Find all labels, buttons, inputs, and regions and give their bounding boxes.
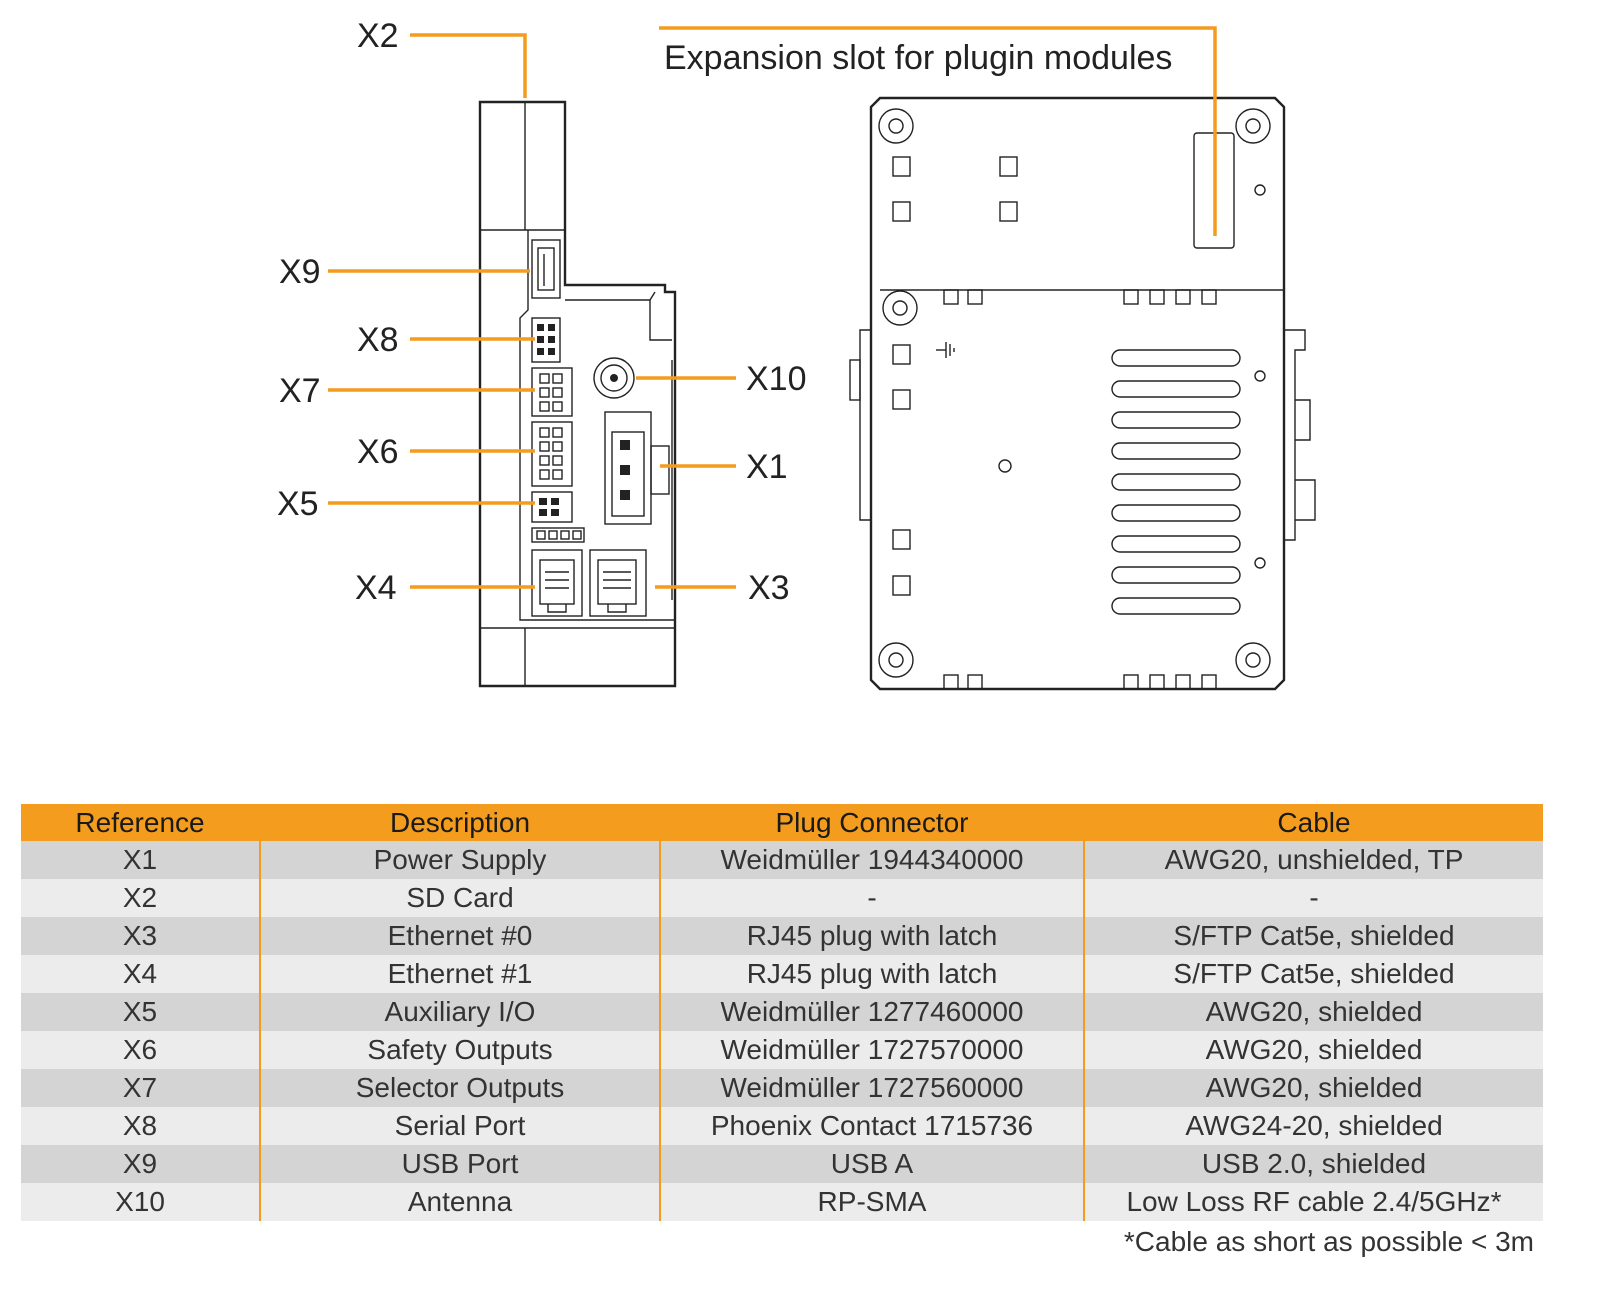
cell-cable: S/FTP Cat5e, shielded <box>1083 955 1543 993</box>
cell-cable: AWG24-20, shielded <box>1083 1107 1543 1145</box>
device-front-view <box>478 100 677 688</box>
header-description: Description <box>259 804 660 841</box>
callout-x6: X6 <box>357 433 399 471</box>
table-row: X9 USB Port USB A USB 2.0, shielded <box>21 1145 1543 1183</box>
terminal-block-x6 <box>531 421 573 487</box>
callout-x7: X7 <box>279 372 321 410</box>
cell-reference: X3 <box>21 917 260 955</box>
cell-reference: X4 <box>21 955 260 993</box>
cell-reference: X10 <box>21 1183 260 1221</box>
cell-plug-connector: - <box>659 879 1084 917</box>
usb-port-x9 <box>531 239 561 299</box>
cell-reference: X8 <box>21 1107 260 1145</box>
callout-expansion-slot: Expansion slot for plugin modules <box>664 39 1172 77</box>
cell-description: USB Port <box>259 1145 660 1183</box>
callout-x4: X4 <box>355 569 397 607</box>
table-row: X5 Auxiliary I/O Weidmüller 1277460000 A… <box>21 993 1543 1031</box>
serial-port-x8 <box>531 317 561 363</box>
callout-x3: X3 <box>748 569 790 607</box>
callout-x2: X2 <box>357 17 399 55</box>
cell-plug-connector: RP-SMA <box>659 1183 1084 1221</box>
edge-tabs <box>943 289 1217 690</box>
header-plug-connector: Plug Connector <box>659 804 1084 841</box>
cell-cable: AWG20, shielded <box>1083 1069 1543 1107</box>
terminal-block-x5 <box>531 491 585 543</box>
cell-reference: X7 <box>21 1069 260 1107</box>
table-row: X10 Antenna RP-SMA Low Loss RF cable 2.4… <box>21 1183 1543 1221</box>
ground-icon <box>936 342 955 358</box>
antenna-connector-x10 <box>593 357 635 399</box>
cell-cable: S/FTP Cat5e, shielded <box>1083 917 1543 955</box>
cell-description: Selector Outputs <box>259 1069 660 1107</box>
table-footnote: *Cable as short as possible < 3m <box>1123 1226 1534 1257</box>
cell-cable: USB 2.0, shielded <box>1083 1145 1543 1183</box>
cell-cable: AWG20, unshielded, TP <box>1083 841 1543 879</box>
callout-x9: X9 <box>279 253 321 291</box>
table-row: X3 Ethernet #0 RJ45 plug with latch S/FT… <box>21 917 1543 955</box>
cell-plug-connector: Weidmüller 1727560000 <box>659 1069 1084 1107</box>
cell-description: SD Card <box>259 879 660 917</box>
cell-plug-connector: Weidmüller 1277460000 <box>659 993 1084 1031</box>
callout-x10: X10 <box>746 360 807 398</box>
cell-description: Ethernet #1 <box>259 955 660 993</box>
cell-reference: X1 <box>21 841 260 879</box>
cell-description: Safety Outputs <box>259 1031 660 1069</box>
screw-icons <box>878 108 1271 678</box>
cell-reference: X9 <box>21 1145 260 1183</box>
callout-x1: X1 <box>746 448 788 486</box>
table-row: X8 Serial Port Phoenix Contact 1715736 A… <box>21 1107 1543 1145</box>
cell-reference: X2 <box>21 879 260 917</box>
cell-cable: Low Loss RF cable 2.4/5GHz* <box>1083 1183 1543 1221</box>
callout-x5: X5 <box>277 485 319 523</box>
table-row: X1 Power Supply Weidmüller 1944340000 AW… <box>21 841 1543 879</box>
cell-reference: X6 <box>21 1031 260 1069</box>
table-row: X6 Safety Outputs Weidmüller 1727570000 … <box>21 1031 1543 1069</box>
cell-plug-connector: RJ45 plug with latch <box>659 917 1084 955</box>
cell-description: Antenna <box>259 1183 660 1221</box>
callout-x8: X8 <box>357 321 399 359</box>
connector-diagram: X2 X9 X8 X7 X6 X5 X4 X10 X1 X3 Expansion… <box>277 17 1316 691</box>
cell-plug-connector: Weidmüller 1944340000 <box>659 841 1084 879</box>
cell-cable: AWG20, shielded <box>1083 993 1543 1031</box>
cell-plug-connector: USB A <box>659 1145 1084 1183</box>
cell-reference: X5 <box>21 993 260 1031</box>
callout-leaders <box>328 26 1217 589</box>
power-connector-x1 <box>604 411 670 525</box>
cell-description: Auxiliary I/O <box>259 993 660 1031</box>
table-row: X4 Ethernet #1 RJ45 plug with latch S/FT… <box>21 955 1543 993</box>
table-row: X2 SD Card - - <box>21 879 1543 917</box>
cell-plug-connector: Phoenix Contact 1715736 <box>659 1107 1084 1145</box>
cell-plug-connector: RJ45 plug with latch <box>659 955 1084 993</box>
table-header-row: Reference Description Plug Connector Cab… <box>21 804 1543 841</box>
cell-cable: AWG20, shielded <box>1083 1031 1543 1069</box>
cell-description: Power Supply <box>259 841 660 879</box>
header-reference: Reference <box>21 804 260 841</box>
cell-description: Serial Port <box>259 1107 660 1145</box>
ethernet-port-x3 <box>589 549 647 617</box>
cell-description: Ethernet #0 <box>259 917 660 955</box>
mounting-holes <box>892 156 1266 596</box>
terminal-block-x7 <box>531 367 573 417</box>
cell-cable: - <box>1083 879 1543 917</box>
table-row: X7 Selector Outputs Weidmüller 172756000… <box>21 1069 1543 1107</box>
header-cable: Cable <box>1083 804 1543 841</box>
cell-plug-connector: Weidmüller 1727570000 <box>659 1031 1084 1069</box>
vent-slots <box>1111 349 1241 615</box>
connector-spec-table: Reference Description Plug Connector Cab… <box>21 804 1543 1221</box>
ethernet-port-x4 <box>531 549 583 617</box>
device-side-view <box>849 96 1316 691</box>
